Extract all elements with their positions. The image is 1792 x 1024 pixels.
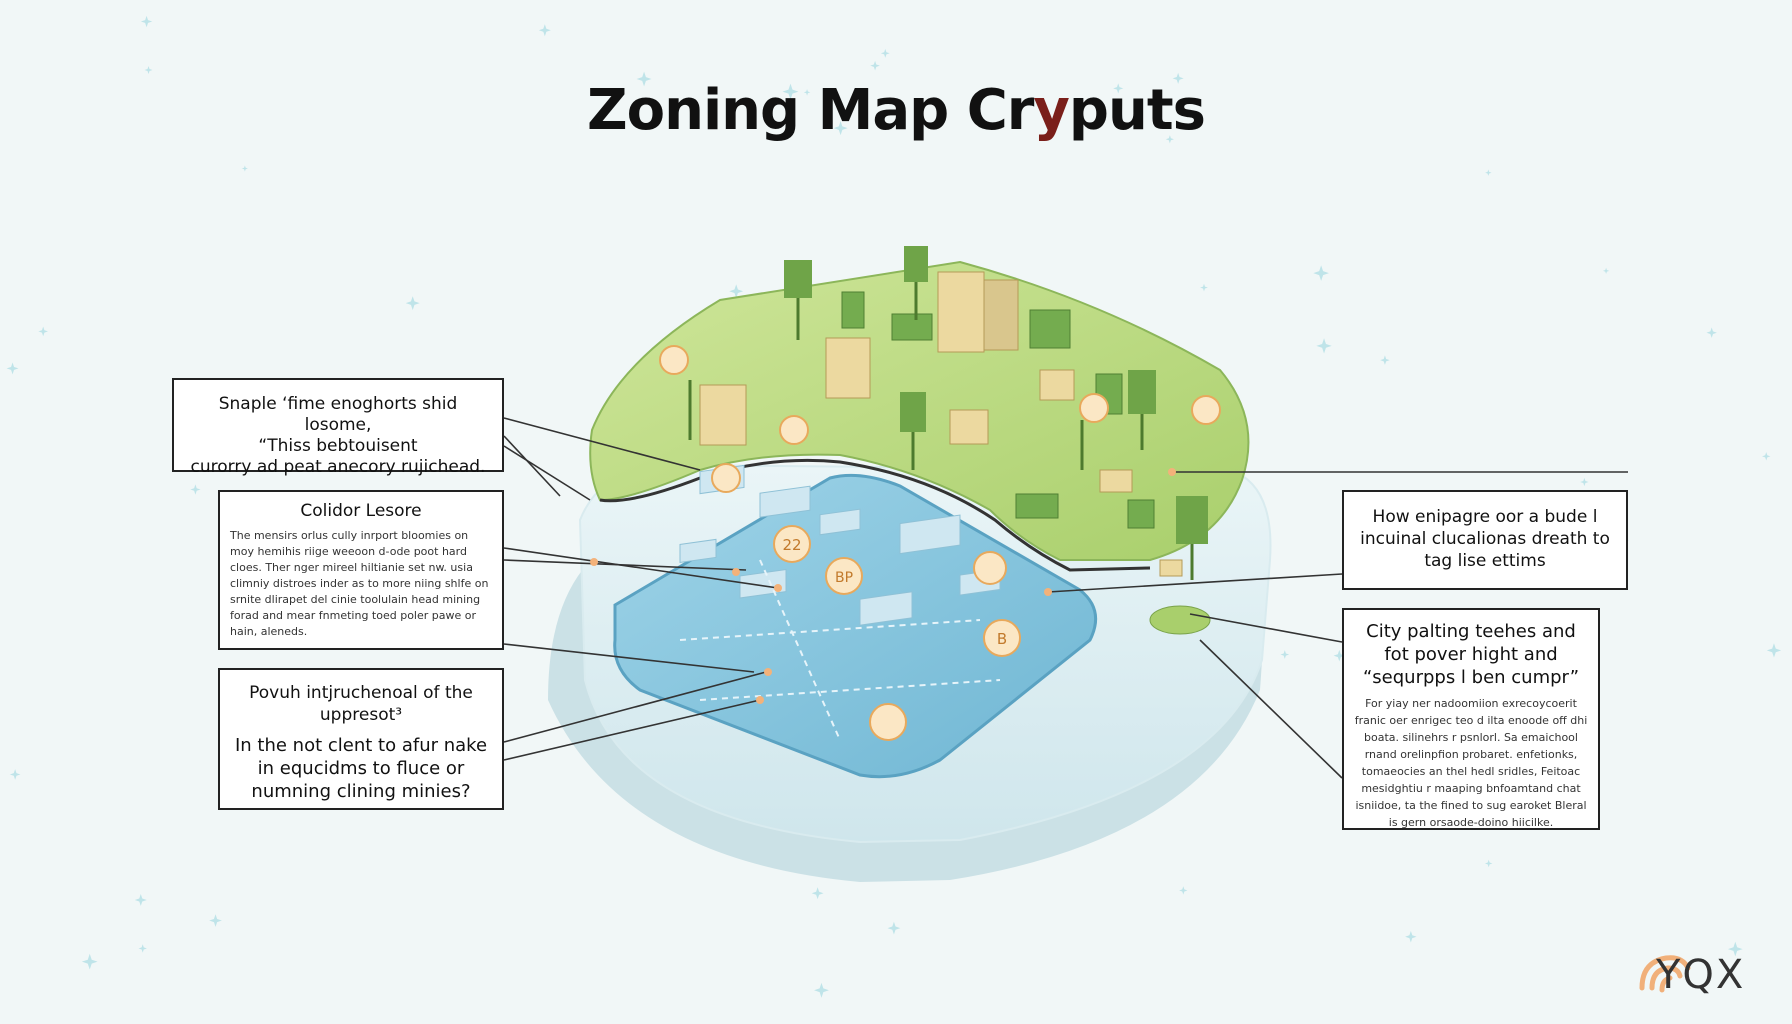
sparkle <box>1762 452 1771 461</box>
sparkle <box>9 769 21 780</box>
title-main: Zoning Map Cr <box>587 78 1034 143</box>
sparkle <box>1766 643 1782 658</box>
sparkle <box>782 83 799 100</box>
sparkle <box>803 89 811 96</box>
title-accent: y <box>1033 78 1070 143</box>
sparkle <box>636 71 652 87</box>
sparkle <box>1602 267 1610 274</box>
trees <box>688 246 1208 580</box>
sparkle <box>729 284 744 299</box>
sparkle <box>1313 265 1329 281</box>
sparkle <box>833 121 848 136</box>
sparkle <box>241 165 248 172</box>
connector-dots <box>590 468 1176 704</box>
sparkle <box>1179 886 1188 895</box>
callout-bottom-left-heading: Povuh intjruchenoal of the uppresot³ <box>249 683 473 725</box>
callout-corridor: Colidor Lesore The mensirs orlus cully i… <box>218 490 504 650</box>
callout-top-left-line2: “Thiss bebtouisent <box>258 436 418 456</box>
svg-text:B: B <box>997 630 1007 648</box>
sparkle <box>1316 338 1332 354</box>
badge-b: B <box>983 619 1021 657</box>
sparkle <box>870 60 880 71</box>
land-edge <box>599 458 1151 572</box>
brand-logo-text: YQX <box>1656 952 1746 998</box>
sparkle <box>1200 283 1208 292</box>
svg-text:22: 22 <box>782 536 801 554</box>
sparkle <box>1405 931 1417 943</box>
sparkle <box>144 66 153 74</box>
callout-top-left: Snaple ‘fime enoghorts shid losome, “Thi… <box>172 378 504 477</box>
sparkle <box>134 894 147 906</box>
sparkle <box>190 484 201 495</box>
land-badges <box>659 345 1221 493</box>
sparkle <box>405 296 420 311</box>
badge-22: 22 <box>773 525 811 563</box>
sparkle <box>140 15 153 28</box>
svg-text:BP: BP <box>835 570 853 586</box>
sparkle <box>6 362 19 375</box>
callout-city-planning: City palting teehes and fot pover hight … <box>1342 608 1600 830</box>
sparkle <box>81 953 98 970</box>
sparkle <box>811 887 824 900</box>
page-title: Zoning Map Cryputs <box>0 78 1792 143</box>
callout-corridor-heading: Colidor Lesore <box>300 501 422 521</box>
callout-city-planning-heading: City palting teehes and fot pover hight … <box>1362 621 1580 688</box>
sparkle <box>1706 327 1717 338</box>
callout-top-right: How enipagre oor a bude l incuinal cluca… <box>1342 490 1628 590</box>
sparkle <box>138 944 147 953</box>
callout-top-right-heading: How enipagre oor a bude l incuinal cluca… <box>1360 507 1610 571</box>
sparkle <box>538 24 551 37</box>
sparkle <box>1580 477 1589 487</box>
callout-bottom-left: Povuh intjruchenoal of the uppresot³ In … <box>218 668 504 810</box>
callout-bottom-left-question: In the not clent to afur nake in equcidm… <box>234 735 488 802</box>
sparkle <box>1485 169 1492 176</box>
sparkle <box>814 982 829 998</box>
sparkle <box>1280 650 1290 659</box>
sparkle <box>209 914 222 927</box>
badge-plant <box>869 703 907 741</box>
callout-top-left-line3: curorry ad peat anecory rujichead. <box>190 457 486 477</box>
water-zone <box>613 473 1098 779</box>
buildings <box>699 271 1183 577</box>
callout-top-left-line1: Snaple ‘fime enoghorts shid losome, <box>218 394 458 435</box>
sparkle <box>1380 355 1390 365</box>
title-rest: puts <box>1068 78 1206 143</box>
badge-leaf <box>973 551 1007 585</box>
sparkle <box>880 48 890 58</box>
brand-logo-icon <box>1639 955 1691 993</box>
badge-bp: BP <box>825 557 863 595</box>
sparkle <box>887 921 901 935</box>
sparkle <box>1727 941 1743 957</box>
small-island <box>1149 605 1211 635</box>
sparkle <box>1113 83 1124 94</box>
sparkle <box>1165 135 1174 144</box>
connector-lines <box>503 417 1628 779</box>
sparkle <box>1333 649 1346 662</box>
sparkle <box>38 326 48 337</box>
callout-city-planning-body: For yiay ner nadoomiion exrecoycoerit fr… <box>1354 697 1588 829</box>
sparkle <box>1172 72 1184 84</box>
callout-corridor-body: The mensirs orlus cully inrport bloomies… <box>230 529 489 638</box>
green-buildings <box>841 291 1155 529</box>
sparkle <box>1484 859 1493 868</box>
